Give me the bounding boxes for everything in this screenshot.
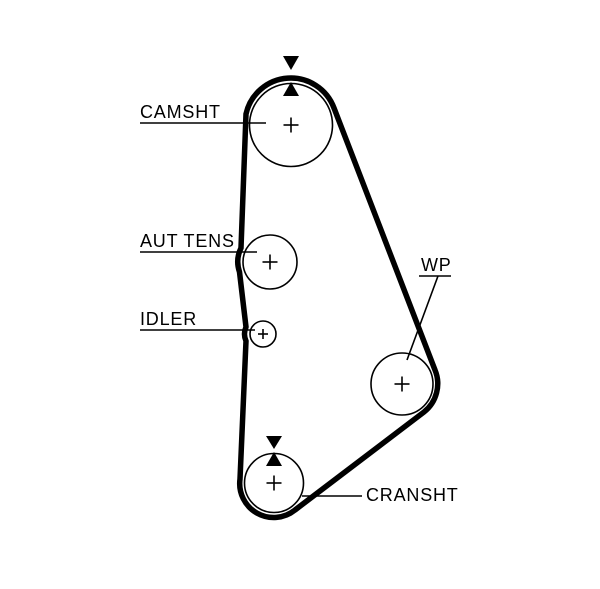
camshaft-label: CAMSHT	[140, 102, 221, 122]
crankshaft-label: CRANSHT	[366, 485, 459, 505]
camshaft-timing-mark-down-icon	[283, 56, 299, 70]
idler-pulley	[249, 320, 277, 348]
idler-center-plus-icon	[258, 329, 268, 339]
water-pump-leader-line	[406, 275, 439, 361]
water-pump-pulley	[370, 352, 434, 416]
tensioner-center-plus-icon	[262, 254, 278, 270]
water-pump-center-plus-icon	[394, 376, 410, 392]
idler-label: IDLER	[140, 309, 197, 329]
water-pump-label: WP	[421, 255, 452, 275]
timing-belt-path	[235, 75, 441, 521]
camshaft-center-plus-icon	[283, 117, 299, 133]
crankshaft-timing-mark-down-icon	[266, 436, 282, 449]
tensioner-label: AUT TENS	[140, 231, 235, 251]
camshaft-timing-mark-up-icon	[283, 82, 299, 96]
crankshaft-timing-mark-up-icon	[266, 452, 282, 466]
crankshaft-center-plus-icon	[266, 475, 282, 491]
tensioner-pulley	[242, 234, 298, 290]
